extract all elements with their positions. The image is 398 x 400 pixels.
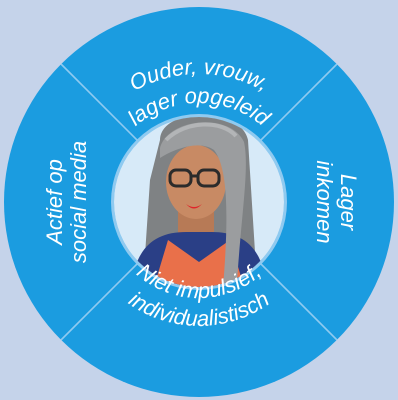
segment-left-line2: social media <box>66 141 91 263</box>
segment-right-line1: Lager <box>336 174 361 232</box>
segment-right: Lager inkomen <box>312 160 361 243</box>
woman-avatar-icon <box>114 117 284 287</box>
segment-dividers <box>60 63 338 341</box>
segment-left: Actief op social media <box>42 141 91 263</box>
segment-left-line1: Actief op <box>42 159 67 247</box>
segment-right-line2: inkomen <box>312 160 337 243</box>
